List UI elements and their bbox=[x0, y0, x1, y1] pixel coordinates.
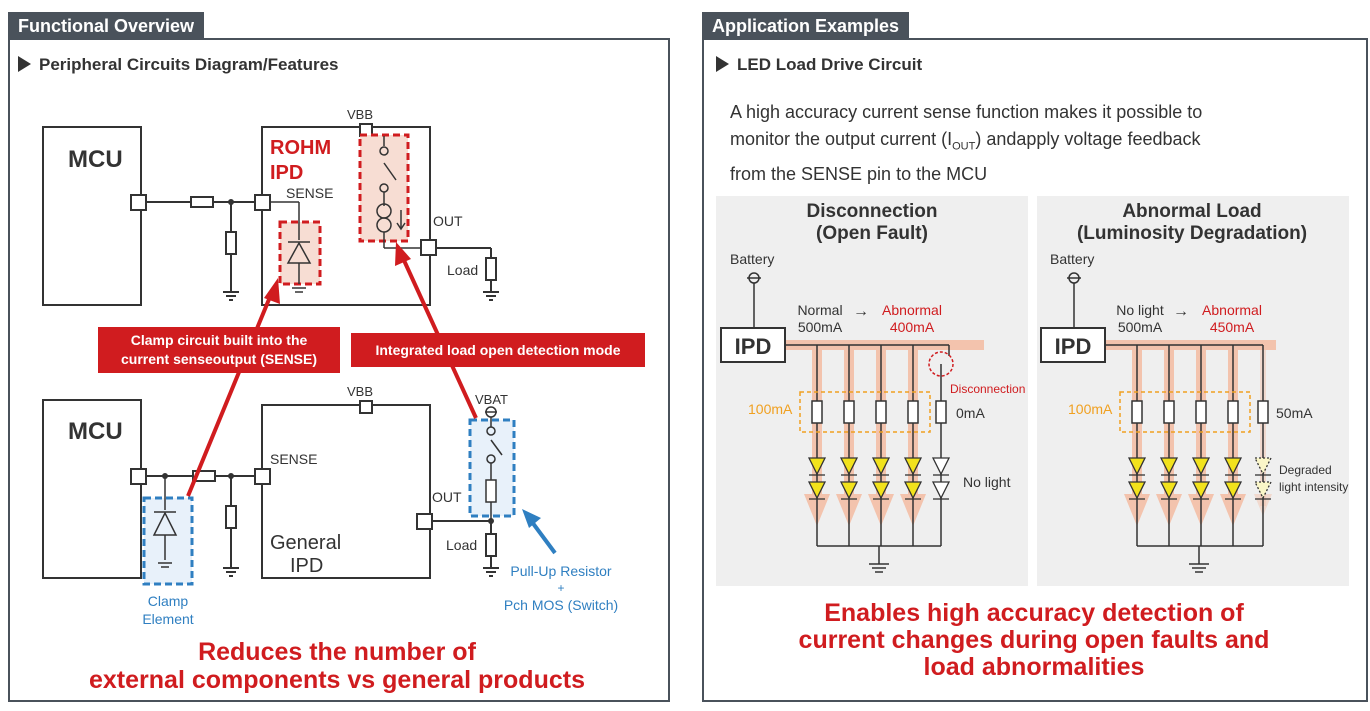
bottom-load-label: Load bbox=[446, 537, 477, 553]
svg-text:100mA: 100mA bbox=[1068, 401, 1113, 417]
clamp-callout bbox=[98, 327, 340, 373]
svg-text:Abnormal Load: Abnormal Load bbox=[1122, 201, 1261, 222]
clamp-callout-line-2: current senseoutput (SENSE) bbox=[121, 351, 317, 367]
clamp-element-label-2: Element bbox=[142, 611, 193, 627]
peripheral-circuits-heading: Peripheral Circuits Diagram/Features bbox=[18, 55, 339, 75]
svg-text:IPD: IPD bbox=[1055, 334, 1092, 359]
left-conclusion: Reduces the number of external component… bbox=[89, 638, 585, 694]
svg-text:Battery: Battery bbox=[1050, 251, 1094, 267]
bottom-ipd-box bbox=[261, 404, 431, 579]
general-ipd-label-1: General bbox=[270, 532, 341, 554]
svg-text:450mA: 450mA bbox=[1210, 319, 1255, 335]
svg-text:IPD: IPD bbox=[735, 334, 772, 359]
top-ipd-label-1: ROHM bbox=[270, 137, 331, 159]
pullup-label-2: Pch MOS (Switch) bbox=[504, 597, 618, 613]
top-out-port bbox=[420, 239, 437, 256]
svg-text:Normal: Normal bbox=[797, 302, 842, 318]
top-sense-port bbox=[254, 194, 271, 211]
bottom-sense-label: SENSE bbox=[270, 451, 317, 467]
right-conclusion: Enables high accuracy detection of curre… bbox=[798, 599, 1270, 681]
top-load-label: Load bbox=[447, 262, 478, 278]
led-examples-diagram: Disconnection (Open Fault) Battery IPD bbox=[716, 196, 1349, 586]
svg-text:0mA: 0mA bbox=[956, 405, 985, 421]
svg-text:Abnormal: Abnormal bbox=[1202, 302, 1262, 318]
general-ipd-label-2: IPD bbox=[290, 555, 323, 577]
svg-text:400mA: 400mA bbox=[890, 319, 935, 335]
led-description: A high accuracy current sense function m… bbox=[730, 102, 1203, 184]
svg-text:(Open Fault): (Open Fault) bbox=[816, 223, 928, 244]
svg-text:500mA: 500mA bbox=[798, 319, 843, 335]
clamp-element-highlight bbox=[142, 496, 194, 586]
top-shunt-resistor bbox=[225, 231, 237, 255]
top-clamp-highlight bbox=[278, 220, 322, 286]
svg-text:100mA: 100mA bbox=[748, 401, 793, 417]
peripheral-circuits-diagram: MCU VBB ROHM IPD SENSE OUT Load bbox=[42, 107, 645, 627]
functional-overview-tab: Functional Overview bbox=[8, 12, 205, 40]
top-ipd-label-2: IPD bbox=[270, 162, 303, 184]
bottom-mcu-label: MCU bbox=[68, 418, 123, 445]
svg-text:Disconnection: Disconnection bbox=[950, 382, 1025, 396]
svg-text:Degraded: Degraded bbox=[1279, 463, 1332, 477]
pullup-plus: + bbox=[557, 581, 564, 595]
bottom-vbb-label: VBB bbox=[347, 384, 373, 399]
clamp-element-label-1: Clamp bbox=[148, 593, 189, 609]
svg-text:No light: No light bbox=[963, 474, 1011, 490]
abnormal-load-card bbox=[1037, 196, 1349, 586]
led-load-heading: LED Load Drive Circuit bbox=[716, 55, 922, 75]
top-mcu-label: MCU bbox=[68, 146, 123, 173]
top-mcu-box bbox=[42, 126, 142, 306]
svg-text:Disconnection: Disconnection bbox=[807, 201, 938, 222]
top-load-resistor bbox=[485, 257, 497, 281]
top-vbb-label: VBB bbox=[347, 107, 373, 122]
pullup-arrow bbox=[530, 520, 557, 555]
bottom-mcu-box bbox=[42, 399, 142, 579]
bottom-out-label: OUT bbox=[432, 489, 462, 505]
triangle-bullet-icon bbox=[716, 56, 729, 72]
bottom-sense-port bbox=[254, 468, 271, 485]
top-mcu-port bbox=[130, 194, 147, 211]
bottom-series-resistor bbox=[192, 470, 216, 482]
top-out-label: OUT bbox=[433, 213, 463, 229]
svg-text:(Luminosity Degradation): (Luminosity Degradation) bbox=[1077, 223, 1307, 244]
svg-text:500mA: 500mA bbox=[1118, 319, 1163, 335]
svg-text:→: → bbox=[1173, 303, 1189, 320]
open-detect-callout bbox=[351, 333, 645, 367]
abnormal-load-ipd-box bbox=[1040, 327, 1106, 363]
clamp-callout-line-1: Clamp circuit built into the bbox=[131, 332, 308, 348]
top-sense-label: SENSE bbox=[286, 185, 333, 201]
bottom-mcu-port bbox=[130, 468, 147, 485]
svg-text:Battery: Battery bbox=[730, 251, 774, 267]
svg-text:→: → bbox=[853, 303, 869, 320]
clamp-arrow bbox=[186, 291, 274, 497]
triangle-bullet-icon bbox=[18, 56, 31, 72]
svg-text:50mA: 50mA bbox=[1276, 405, 1313, 421]
svg-text:No light: No light bbox=[1116, 302, 1164, 318]
bottom-load-resistor bbox=[485, 533, 497, 557]
bottom-vbb-port bbox=[359, 400, 373, 414]
svg-text:light intensity: light intensity bbox=[1279, 480, 1348, 494]
pullup-label-1: Pull-Up Resistor bbox=[510, 563, 611, 579]
open-detect-callout-text: Integrated load open detection mode bbox=[375, 342, 620, 358]
top-series-resistor bbox=[190, 196, 214, 208]
vbat-label: VBAT bbox=[475, 392, 508, 407]
svg-text:Abnormal: Abnormal bbox=[882, 302, 942, 318]
top-ipd-box bbox=[261, 126, 431, 306]
application-examples-tab: Application Examples bbox=[702, 12, 910, 40]
bottom-shunt-resistor bbox=[225, 505, 237, 529]
open-fault-card bbox=[716, 196, 1028, 586]
bottom-out-port bbox=[416, 513, 433, 530]
